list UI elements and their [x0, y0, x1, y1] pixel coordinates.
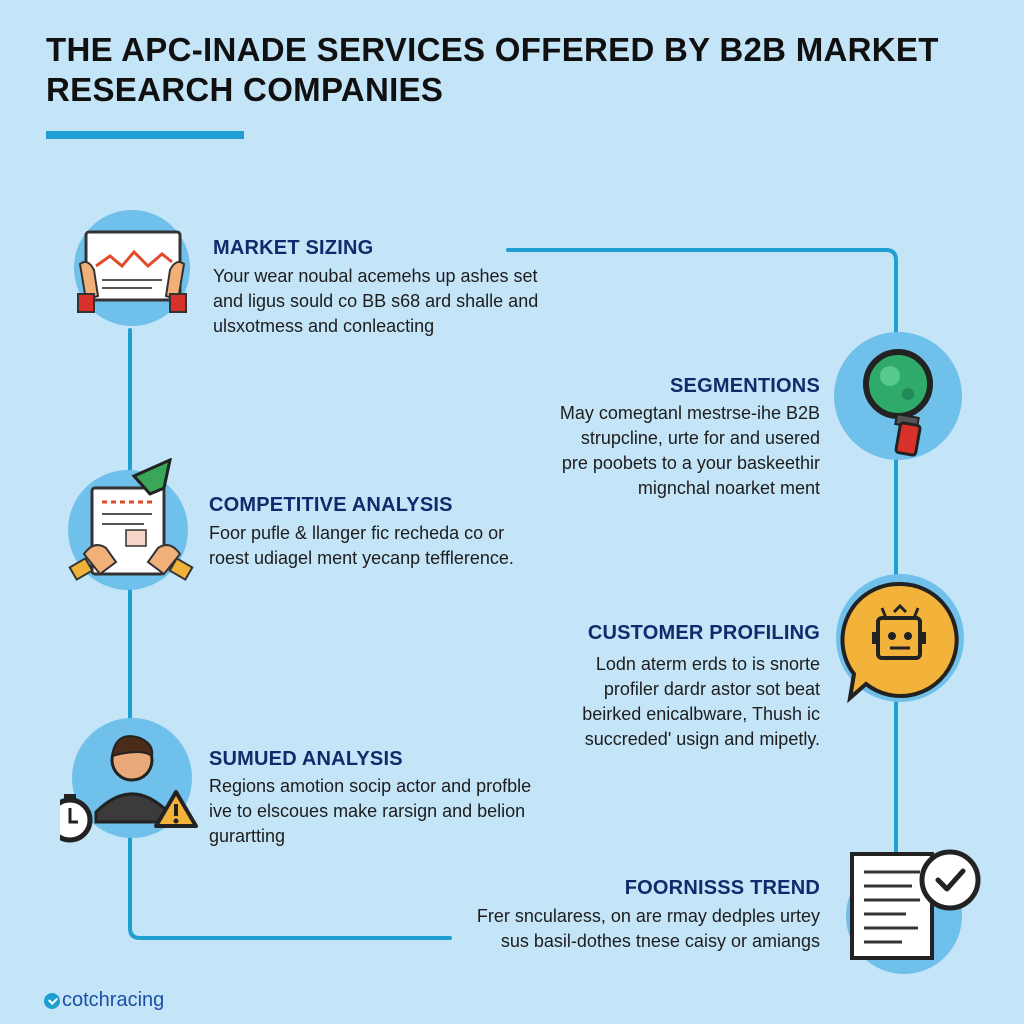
service-description: Lodn aterm erds to is snorte profiler da…	[582, 654, 820, 749]
chart-board-icon	[66, 208, 198, 340]
service-heading: CUSTOMER PROFILING	[587, 622, 820, 644]
service-heading: COMPETITIVE ANALYSIS	[209, 494, 453, 516]
report-hands-icon	[64, 458, 196, 590]
brand-logo-icon	[44, 992, 60, 1009]
service-description: May comegtanl mestrse-ihe B2B strupcline…	[559, 403, 820, 498]
profile-bubble-icon	[832, 574, 964, 706]
service-description: Foor pufle & llanger fic recheda co or r…	[209, 523, 514, 568]
service-description: Your wear noubal acemehs up ashes set an…	[213, 266, 539, 336]
brand-footer: cotchracing	[44, 989, 164, 1012]
brand-name: cotchracing	[62, 989, 165, 1011]
left-timeline-line	[128, 328, 452, 940]
magnifier-icon	[832, 330, 964, 462]
title-underline	[46, 131, 244, 139]
service-description: Regions amotion socip actor and profble …	[209, 776, 532, 846]
service-heading: SEGMENTIONS	[670, 375, 820, 397]
document-check-icon	[842, 846, 982, 978]
service-heading: MARKET SIZING	[213, 237, 374, 259]
service-heading: SUMUED ANALYSIS	[209, 748, 403, 770]
infographic-title: THE APC-INADE SERVICES OFFERED BY B2B MA…	[46, 31, 939, 108]
service-description: Frer sncularess, on are rmay dedples urt…	[476, 906, 820, 951]
person-alert-icon	[60, 712, 200, 844]
right-timeline-line	[506, 248, 898, 862]
service-heading: FOORNISSS TREND	[624, 877, 820, 899]
